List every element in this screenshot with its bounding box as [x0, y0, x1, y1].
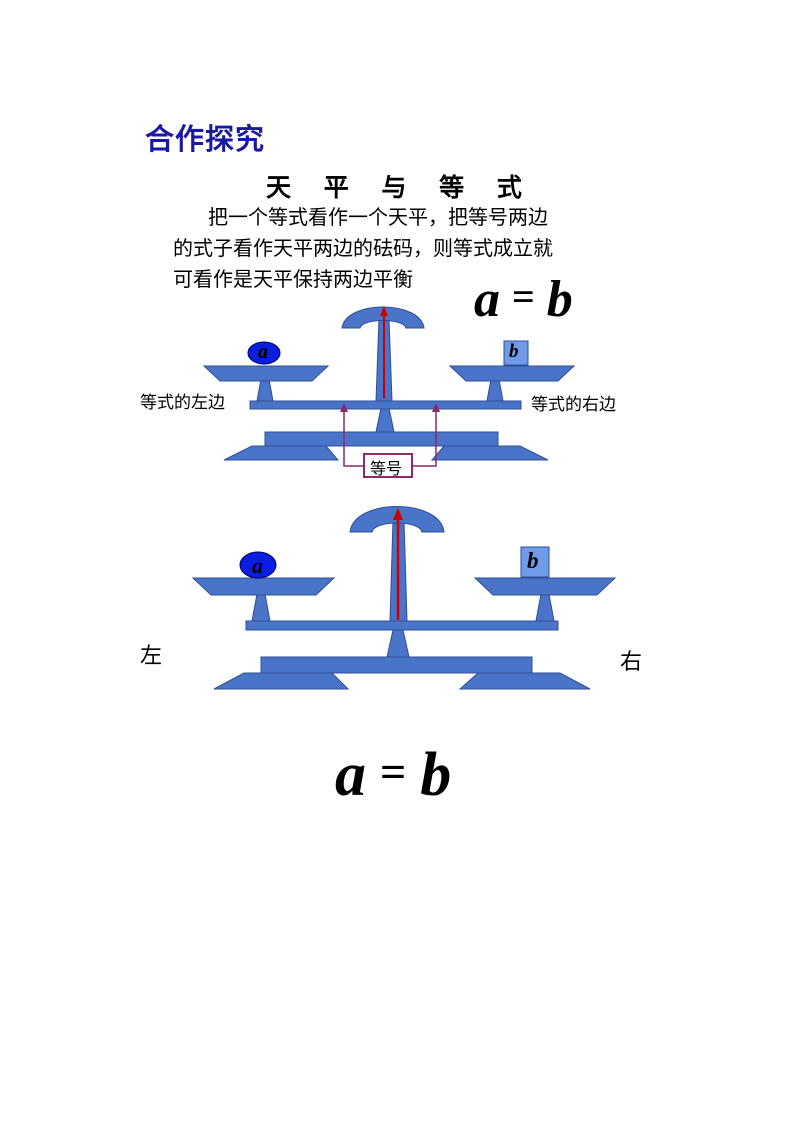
subtitle: 天 平 与 等 式: [266, 173, 534, 202]
scale-top-weight-a: [247, 341, 281, 365]
scale-top-pan-left: [202, 365, 330, 382]
scale-bottom-pan-left: [191, 577, 336, 596]
scale-bottom-pivot: [386, 629, 410, 658]
equal-arrow-right-head: [432, 403, 440, 412]
scale-top-weight-a-label: a: [258, 341, 268, 363]
scale-bottom-foot-right: [458, 672, 591, 690]
equal-arrow-left: [343, 408, 364, 467]
paragraph-line-1: 把一个等式看作一个天平，把等号两边: [208, 205, 548, 229]
left-label: 左: [140, 644, 163, 669]
equation-top: a =b: [474, 270, 573, 329]
right-label: 右: [620, 650, 643, 675]
scale-bottom-weight-a-label: a: [252, 553, 263, 578]
scale-top-weight-b: [503, 340, 529, 366]
scale-bottom-base: [260, 656, 533, 674]
scale-bottom-pan-support-left: [251, 593, 271, 622]
equal-sign-label: 等号: [370, 459, 403, 478]
equation-bottom-right: b: [420, 741, 452, 809]
intro-paragraph: 把一个等式看作一个天平，把等号两边 的式子看作天平两边的砝码，则等式成立就 可看…: [173, 202, 643, 295]
scale-bottom-needle-tip: [393, 508, 403, 520]
equal-sign-arrows: [343, 408, 437, 467]
paragraph-line-3: 可看作是天平保持两边平衡: [173, 267, 413, 291]
scale-top-weight-b-label: b: [509, 341, 519, 362]
equation-top-left: a: [474, 271, 500, 328]
equal-arrow-left-head: [340, 403, 348, 412]
equal-arrow-right: [412, 408, 437, 467]
paragraph-line-2: 的式子看作天平两边的砝码，则等式成立就: [173, 236, 553, 260]
equation-top-op: =: [512, 274, 535, 319]
scale-bottom-pan-right: [473, 577, 617, 596]
equal-sign-box: [363, 453, 413, 478]
right-side-label: 等式的右边: [531, 395, 616, 415]
scale-top-needle-tip: [380, 306, 388, 316]
left-side-label: 等式的左边: [140, 393, 225, 413]
scale-bottom-beam: [245, 620, 559, 631]
scale-top-pan-right: [448, 365, 576, 382]
equation-top-right: b: [546, 271, 573, 328]
scale-bottom-weight-a: [239, 551, 277, 579]
section-title: 合作探究: [145, 122, 266, 156]
scale-bottom-pan-support-right: [535, 593, 555, 622]
scale-bottom-foot-left: [213, 672, 350, 690]
scale-bottom-weight-b-label: b: [527, 548, 539, 573]
scale-bottom-weight-b: [520, 546, 550, 578]
equation-bottom-left: a: [335, 741, 366, 809]
equation-bottom-op: =: [380, 746, 407, 797]
equation-bottom: a = b: [335, 740, 451, 811]
